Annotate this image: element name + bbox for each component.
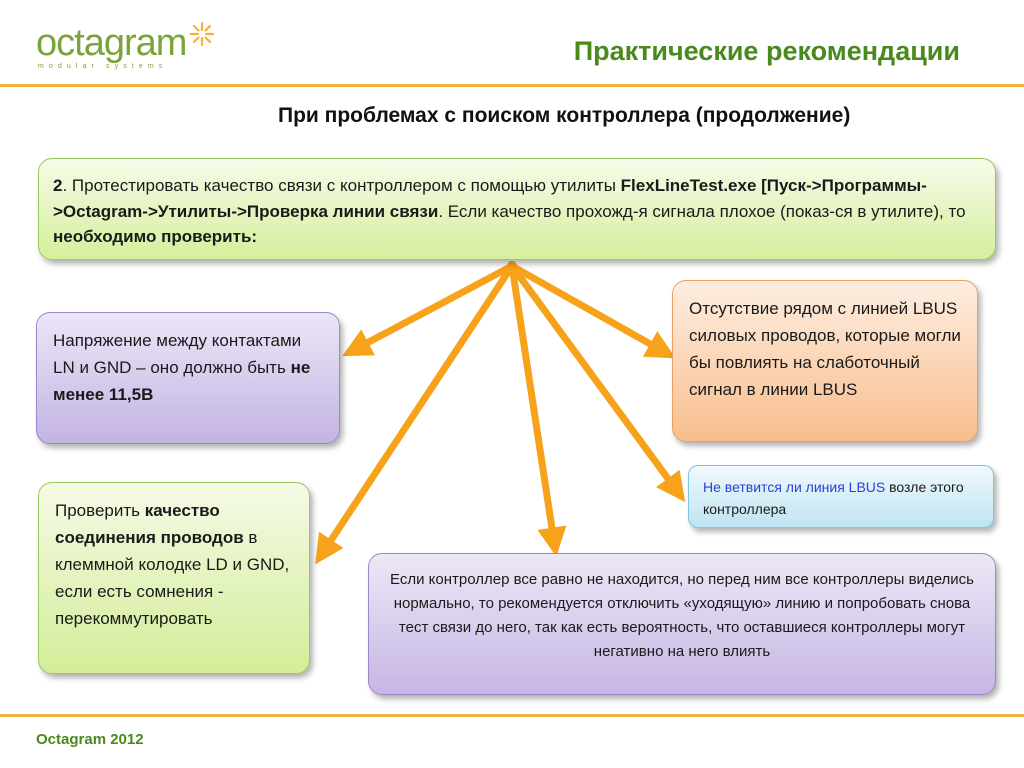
arrow-to-branch xyxy=(508,262,686,503)
arrow-to-power xyxy=(508,262,676,359)
star-icon xyxy=(189,21,215,47)
branch-text-2: возле этого контроллера xyxy=(703,479,964,517)
step-number: 2 xyxy=(53,176,63,195)
arrow-to-voltage xyxy=(342,262,516,357)
step-check-label: необходимо проверить: xyxy=(53,227,258,246)
arrow-to-bottom xyxy=(508,262,567,557)
step-utility-path: FlexLineTest.exe [Пуск->Программы->Octag… xyxy=(53,176,927,221)
slide-title: Практические рекомендации xyxy=(573,36,960,66)
logo-subtext: modular systems xyxy=(38,63,168,70)
voltage-threshold: не менее 11,5В xyxy=(53,358,311,404)
voltage-check-box: Напряжение между контактами LN и GND – о… xyxy=(36,312,340,444)
power-wires-box: Отсутствие рядом с линией LBUS силовых п… xyxy=(672,280,978,442)
wires-bold: качество соединения проводов xyxy=(55,501,244,547)
lbus-branch-box: Не ветвится ли линия LBUS возле этого ко… xyxy=(688,465,994,528)
step-2-box: 2. Протестировать качество связи с контр… xyxy=(38,158,996,260)
slide-subtitle: При проблемах с поиском контроллера (про… xyxy=(278,104,851,127)
footer-text: Octagram 2012 xyxy=(36,731,144,748)
logo-wordmark: octagram xyxy=(36,22,187,64)
wires-text-1: Проверить xyxy=(55,501,145,520)
branch-text-1: Не ветвится ли линия LBUS xyxy=(703,479,886,495)
power-text: Отсутствие рядом с линией LBUS силовых п… xyxy=(689,299,961,399)
arrow-origin xyxy=(507,261,517,271)
footer-divider xyxy=(0,714,1024,717)
wire-connection-box: Проверить качество соединения проводов в… xyxy=(38,482,310,674)
octagram-logo: octagram modular systems xyxy=(36,22,187,70)
voltage-text: Напряжение между контактами LN и GND – о… xyxy=(53,331,302,377)
wires-text-2: в клеммной колодке LD и GND, если есть с… xyxy=(55,528,290,628)
bottom-text: Если контроллер все равно не находится, … xyxy=(390,571,974,660)
step-text-2: . Если качество прохожд-я сигнала плохое… xyxy=(438,201,966,221)
header-divider xyxy=(0,84,1024,87)
disconnect-line-box: Если контроллер все равно не находится, … xyxy=(368,553,996,695)
arrow-to-wires xyxy=(315,262,516,565)
step-text-1: . Протестировать качество связи с контро… xyxy=(62,176,621,195)
